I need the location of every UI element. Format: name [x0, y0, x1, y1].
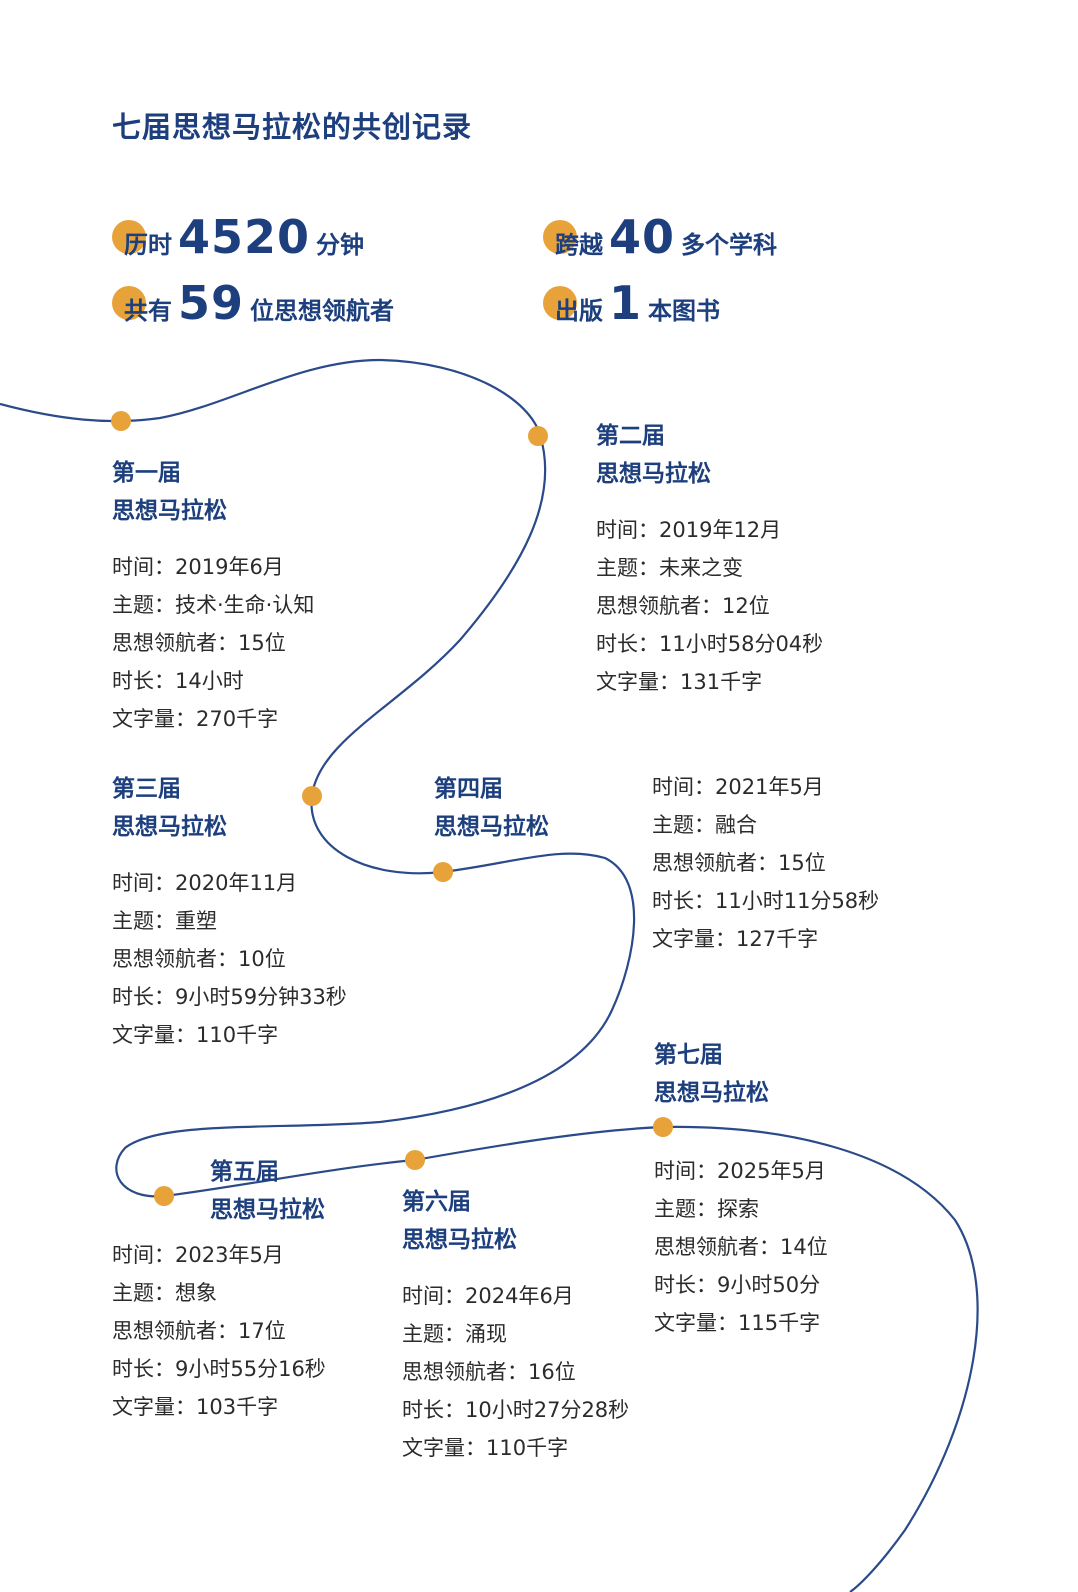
edition-thinkers: 思想领航者：12位 — [596, 594, 770, 618]
edition-theme: 主题：重塑 — [112, 909, 217, 933]
edition-1: 第一届 思想马拉松 时间：2019年6月 主题：技术·生命·认知 思想领航者：1… — [112, 454, 314, 738]
stat-prefix: 历时 — [124, 231, 172, 259]
edition-wordcount: 文字量：103千字 — [112, 1395, 279, 1419]
edition-theme: 主题：未来之变 — [596, 556, 743, 580]
edition-theme: 主题：探索 — [654, 1197, 759, 1221]
edition-wordcount: 文字量：115千字 — [654, 1311, 821, 1335]
edition-title: 第七届 — [654, 1042, 723, 1068]
edition-4-details: 时间：2021年5月 主题：融合 思想领航者：15位 时长：11小时11分58秒… — [652, 768, 879, 958]
bullet-dot-icon — [543, 220, 577, 254]
timeline-path — [0, 358, 979, 1592]
timeline-node-1 — [111, 411, 131, 431]
edition-title: 第五届 — [210, 1159, 279, 1185]
edition-date: 时间：2019年12月 — [596, 518, 782, 542]
edition-title: 第一届 — [112, 460, 181, 486]
edition-4-heading: 第四届 思想马拉松 — [434, 770, 549, 846]
edition-2: 第二届 思想马拉松 时间：2019年12月 主题：未来之变 思想领航者：12位 … — [596, 417, 823, 701]
stat-number: 59 — [178, 276, 245, 330]
stat-suffix: 本图书 — [648, 297, 721, 325]
edition-subtitle: 思想马拉松 — [112, 814, 227, 840]
edition-date: 时间：2021年5月 — [652, 775, 824, 799]
edition-duration: 时长：11小时58分04秒 — [596, 632, 824, 656]
stat-thinkers: 共有 59 位思想领航者 — [112, 276, 394, 330]
edition-date: 时间：2025年5月 — [654, 1159, 826, 1183]
edition-duration: 时长：14小时 — [112, 669, 244, 693]
edition-duration: 时长：11小时11分58秒 — [652, 889, 880, 913]
edition-5-details: 时间：2023年5月 主题：想象 思想领航者：17位 时长：9小时55分16秒 … — [112, 1236, 326, 1426]
edition-subtitle: 思想马拉松 — [434, 814, 549, 840]
timeline-node-3 — [302, 786, 322, 806]
timeline-node-2 — [528, 426, 548, 446]
edition-duration: 时长：9小时55分16秒 — [112, 1357, 326, 1381]
edition-thinkers: 思想领航者：10位 — [112, 947, 286, 971]
edition-date: 时间：2023年5月 — [112, 1243, 284, 1267]
edition-6: 第六届 思想马拉松 时间：2024年6月 主题：涌现 思想领航者：16位 时长：… — [402, 1183, 629, 1467]
edition-thinkers: 思想领航者：15位 — [112, 631, 286, 655]
edition-title: 第六届 — [402, 1189, 471, 1215]
stat-number: 40 — [609, 210, 676, 264]
edition-wordcount: 文字量：131千字 — [596, 670, 763, 694]
stat-suffix: 位思想领航者 — [250, 297, 395, 325]
edition-subtitle: 思想马拉松 — [112, 498, 227, 524]
edition-thinkers: 思想领航者：14位 — [654, 1235, 828, 1259]
edition-subtitle: 思想马拉松 — [654, 1080, 769, 1106]
timeline-node-4 — [433, 862, 453, 882]
edition-theme: 主题：融合 — [652, 813, 757, 837]
edition-subtitle: 思想马拉松 — [210, 1197, 325, 1223]
edition-wordcount: 文字量：127千字 — [652, 927, 819, 951]
edition-duration: 时长：10小时27分28秒 — [402, 1398, 630, 1422]
edition-thinkers: 思想领航者：16位 — [402, 1360, 576, 1384]
edition-duration: 时长：9小时50分 — [654, 1273, 821, 1297]
stat-number: 1 — [609, 276, 643, 330]
edition-subtitle: 思想马拉松 — [596, 461, 711, 487]
edition-5-heading: 第五届 思想马拉松 — [210, 1153, 325, 1229]
bullet-dot-icon — [112, 220, 146, 254]
stat-prefix: 出版 — [555, 297, 603, 325]
edition-date: 时间：2019年6月 — [112, 555, 284, 579]
stat-suffix: 多个学科 — [681, 231, 778, 259]
stat-suffix: 分钟 — [316, 231, 365, 259]
bullet-dot-icon — [543, 286, 577, 320]
edition-title: 第四届 — [434, 776, 503, 802]
stat-prefix: 跨越 — [555, 231, 603, 259]
edition-thinkers: 思想领航者：15位 — [652, 851, 826, 875]
edition-date: 时间：2020年11月 — [112, 871, 298, 895]
edition-title: 第二届 — [596, 423, 665, 449]
edition-wordcount: 文字量：110千字 — [112, 1023, 279, 1047]
edition-theme: 主题：想象 — [112, 1281, 217, 1305]
edition-thinkers: 思想领航者：17位 — [112, 1319, 286, 1343]
timeline-node-5 — [154, 1186, 174, 1206]
timeline-node-6 — [405, 1150, 425, 1170]
stat-number: 4520 — [178, 210, 311, 264]
timeline-node-7 — [653, 1117, 673, 1137]
stat-duration: 历时 4520 分钟 — [112, 210, 364, 264]
edition-wordcount: 文字量：110千字 — [402, 1436, 569, 1460]
edition-theme: 主题：技术·生命·认知 — [112, 593, 315, 617]
edition-theme: 主题：涌现 — [402, 1322, 507, 1346]
stat-books: 出版 1 本图书 — [543, 276, 720, 330]
edition-date: 时间：2024年6月 — [402, 1284, 574, 1308]
page-title: 七届思想马拉松的共创记录 — [112, 110, 473, 144]
edition-subtitle: 思想马拉松 — [402, 1227, 517, 1253]
edition-3: 第三届 思想马拉松 时间：2020年11月 主题：重塑 思想领航者：10位 时长… — [112, 770, 347, 1054]
bullet-dot-icon — [112, 286, 146, 320]
stat-prefix: 共有 — [124, 297, 172, 325]
edition-7: 第七届 思想马拉松 时间：2025年5月 主题：探索 思想领航者：14位 时长：… — [654, 1036, 828, 1342]
edition-wordcount: 文字量：270千字 — [112, 707, 279, 731]
edition-duration: 时长：9小时59分钟33秒 — [112, 985, 347, 1009]
stat-disciplines: 跨越 40 多个学科 — [543, 210, 777, 264]
edition-title: 第三届 — [112, 776, 181, 802]
